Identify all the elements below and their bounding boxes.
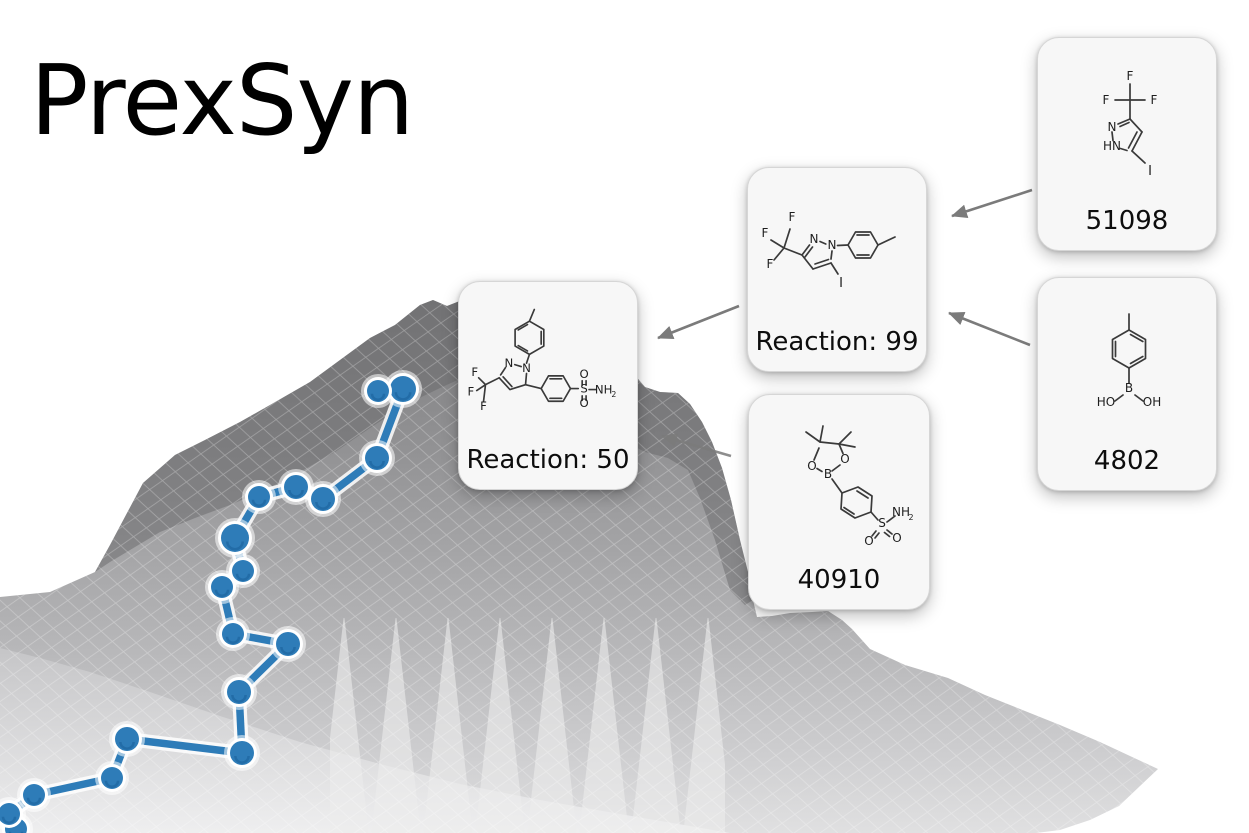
atom-label: O	[580, 396, 589, 410]
atom-label: 2	[611, 389, 616, 398]
p-tolylboronic-acid-structure-icon: B HO OH	[1044, 288, 1210, 448]
trifluoromethyl-iodo-pyrazole-structure-icon: F F F N HN I	[1044, 48, 1210, 208]
atom-label: S	[580, 381, 587, 395]
atom-label: OH	[1143, 395, 1161, 409]
atom-label: O	[580, 366, 589, 380]
atom-label: B	[824, 467, 832, 481]
atom-label: N	[810, 232, 819, 246]
atom-label: S	[878, 516, 886, 530]
fitness-landscape-surface	[0, 286, 1158, 833]
optimization-path	[0, 370, 422, 833]
node-card-reaction-99: F F F N N I Reaction: 99	[747, 167, 927, 372]
node-card-4802: B HO OH 4802	[1037, 277, 1217, 491]
trifluoromethyl-iodo-pyrazole-tolyl-structure-icon: F F F N N I	[754, 178, 920, 329]
atom-label: O	[840, 452, 849, 466]
arrow-4802-to-reaction99	[948, 311, 1031, 347]
atom-label: O	[864, 534, 873, 548]
pinacol-boronate-benzenesulfonamide-structure-icon: O O B S NH 2 O O	[755, 405, 923, 567]
atom-label: F	[480, 399, 487, 413]
atom-label: F	[1151, 93, 1158, 107]
atom-label: I	[839, 276, 843, 291]
atom-label: O	[892, 531, 901, 545]
celecoxib-structure-icon: N N F F F S O O NH 2	[465, 292, 631, 447]
terrain-wireframe-mesh	[0, 286, 1158, 833]
atom-label: F	[767, 257, 774, 271]
node-label-reaction-50: Reaction: 50	[466, 445, 630, 475]
atom-label: O	[807, 459, 816, 473]
node-label-40910: 40910	[797, 565, 881, 595]
node-label-51098: 51098	[1085, 206, 1169, 236]
atom-label: HN	[1103, 139, 1121, 153]
arrow-40910-to-reaction50	[661, 433, 732, 458]
logo-title: PrexSyn	[30, 44, 414, 157]
atom-label: F	[1103, 93, 1110, 107]
arrow-reaction99-to-reaction50	[657, 304, 740, 340]
node-card-40910: O O B S NH 2 O O 40910	[748, 394, 930, 610]
atom-label: NH	[595, 382, 613, 396]
atom-label: N	[522, 360, 531, 374]
atom-label: HO	[1097, 395, 1115, 409]
atom-label: F	[467, 384, 474, 398]
atom-label: 2	[908, 513, 913, 522]
atom-label: N	[1108, 120, 1117, 134]
node-label-4802: 4802	[1093, 446, 1161, 476]
atom-label: F	[1127, 69, 1134, 83]
atom-label: NH	[892, 505, 910, 519]
atom-label: F	[471, 364, 478, 378]
atom-label: F	[789, 210, 796, 224]
node-card-51098: F F F N HN I 51098	[1037, 37, 1217, 251]
atom-label: I	[1148, 164, 1152, 179]
atom-label: N	[828, 238, 837, 252]
node-card-reaction-50: N N F F F S O O NH 2 Reaction: 50	[458, 281, 638, 490]
arrow-51098-to-reaction99	[951, 188, 1033, 219]
atom-label: B	[1125, 381, 1133, 395]
atom-label: N	[505, 356, 514, 370]
atom-label: F	[762, 226, 769, 240]
node-label-reaction-99: Reaction: 99	[755, 327, 919, 357]
synthesis-tree-arrows	[657, 188, 1033, 458]
